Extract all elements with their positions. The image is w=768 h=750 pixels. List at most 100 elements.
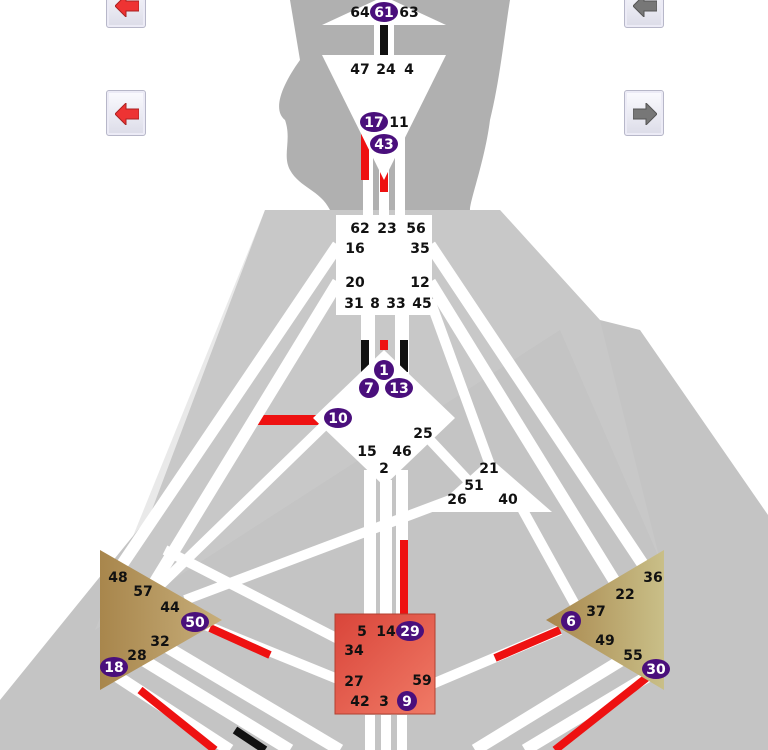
gate-35: 35 [410, 241, 429, 257]
active-gate-marker [561, 611, 581, 631]
channel-30-41-active [552, 671, 653, 750]
gate-26: 26 [447, 492, 466, 508]
gate-49: 49 [595, 633, 614, 649]
g-center [313, 350, 455, 486]
gate-40: 40 [498, 492, 518, 508]
channel-20-57 [144, 278, 344, 594]
channel-12-22 [424, 278, 626, 594]
gate-36: 36 [643, 570, 662, 586]
active-gate-marker [642, 659, 670, 679]
gate-48: 48 [108, 570, 127, 586]
channel-28-38-active [232, 726, 268, 750]
gate-47: 47 [350, 62, 369, 78]
channel-35-36 [425, 241, 655, 579]
active-gate-marker [397, 691, 417, 711]
gate-15: 15 [357, 444, 376, 460]
gate-18: 18 [104, 660, 123, 676]
active-gate-marker [374, 360, 394, 380]
gate-25: 25 [413, 426, 432, 442]
channel-32-54 [151, 634, 344, 750]
gate-32: 32 [150, 634, 169, 650]
channel-40-37 [515, 502, 583, 613]
gate-28: 28 [127, 648, 146, 664]
gate-6: 6 [566, 614, 576, 630]
throat-center [336, 215, 432, 315]
channel-28-38 [131, 649, 294, 750]
channel-50-27-active [208, 624, 272, 659]
active-gate-marker [359, 378, 379, 398]
gate-7: 7 [364, 381, 374, 397]
gate-59: 59 [412, 673, 431, 689]
gate-22: 22 [615, 587, 634, 603]
gate-57: 57 [133, 584, 152, 600]
gate-4: 4 [404, 62, 414, 78]
gate-20: 20 [345, 275, 365, 291]
gate-23: 23 [377, 221, 396, 237]
channel-10-57 [146, 416, 334, 599]
left-arrow-icon [633, 0, 657, 17]
left-arrow-icon [115, 103, 139, 125]
gate-16: 16 [345, 241, 364, 257]
gate-29: 29 [400, 624, 419, 640]
gate-51: 51 [464, 478, 483, 494]
channel-45-21 [425, 298, 495, 467]
gate-17: 17 [364, 115, 383, 131]
channel-57-34 [162, 545, 343, 645]
gate-1: 1 [379, 363, 389, 379]
gate-24: 24 [376, 62, 396, 78]
gate-55: 55 [623, 648, 642, 664]
gate-5: 5 [357, 624, 367, 640]
gate-37: 37 [586, 604, 605, 620]
active-gate-marker [370, 2, 398, 22]
channel-6-59-active [493, 626, 562, 662]
gate-30: 30 [646, 662, 666, 678]
prev-button-top[interactable] [106, 0, 146, 28]
gate-50: 50 [185, 615, 205, 631]
channel-16-48 [110, 241, 343, 579]
heart-center [430, 458, 552, 512]
right-arrow-icon [633, 103, 657, 125]
gate-64: 64 [350, 5, 370, 21]
active-gate-marker [324, 408, 352, 428]
gate-33: 33 [386, 296, 405, 312]
gate-45: 45 [412, 296, 431, 312]
back-button-top[interactable] [624, 0, 664, 28]
next-button[interactable] [624, 90, 664, 136]
active-gate-marker [385, 378, 413, 398]
gate-12: 12 [410, 275, 429, 291]
channel-55-39 [471, 649, 634, 750]
active-gate-marker [100, 657, 128, 677]
gate-11: 11 [389, 115, 408, 131]
gate-13: 13 [389, 381, 408, 397]
gate-3: 3 [379, 694, 389, 710]
gate-56: 56 [406, 221, 425, 237]
gate-61: 61 [374, 5, 393, 21]
left-arrow-icon [115, 0, 139, 17]
gate-62: 62 [350, 221, 369, 237]
active-gate-marker [370, 134, 398, 154]
gate-8: 8 [370, 296, 380, 312]
gate-14: 14 [376, 624, 396, 640]
gate-43: 43 [374, 137, 393, 153]
spleen-center [100, 550, 222, 690]
gate-27: 27 [344, 674, 363, 690]
gate-42: 42 [350, 694, 369, 710]
gate-31: 31 [344, 296, 363, 312]
solar-plexus-center [546, 550, 664, 690]
active-gate-marker [360, 112, 388, 132]
gate-2: 2 [379, 461, 389, 477]
active-gate-marker [396, 621, 424, 641]
active-gate-marker [181, 612, 209, 632]
channel-18-58-active [137, 686, 218, 750]
gate-10: 10 [328, 411, 348, 427]
channels [110, 25, 655, 750]
gate-21: 21 [479, 461, 498, 477]
gate-44: 44 [160, 600, 180, 616]
gate-46: 46 [392, 444, 411, 460]
prev-button[interactable] [106, 90, 146, 136]
gate-63: 63 [399, 5, 418, 21]
gate-34: 34 [344, 643, 364, 659]
